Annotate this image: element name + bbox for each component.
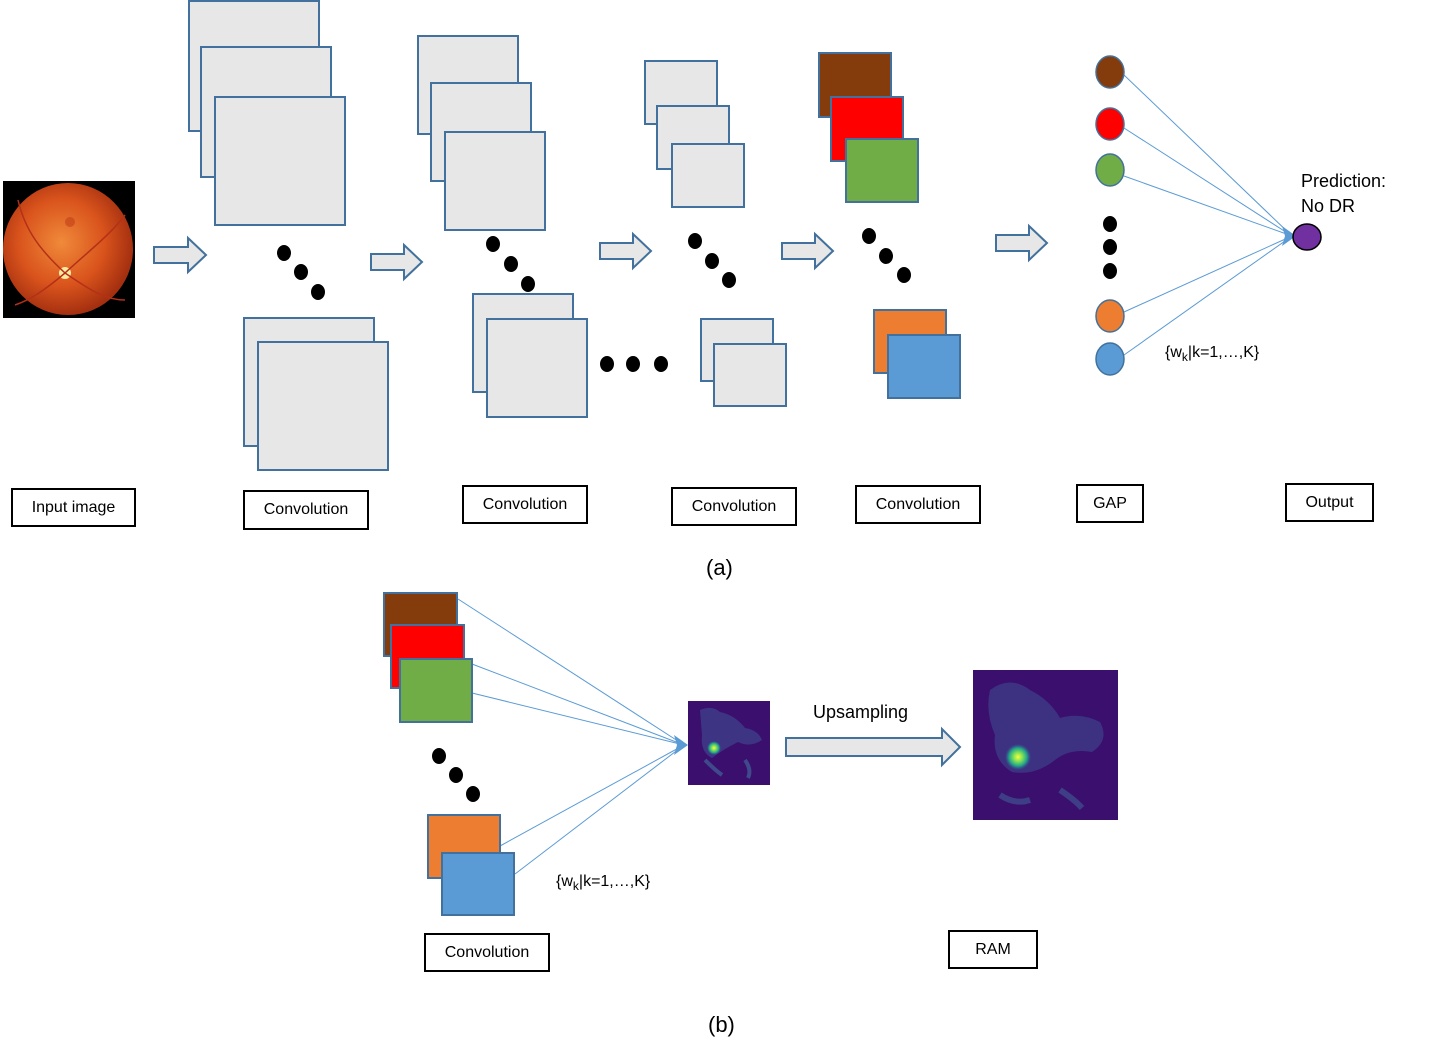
- conv-b-label: Convolution: [424, 933, 550, 972]
- arrowhead: [1282, 226, 1296, 246]
- panel-a-caption: (a): [706, 555, 733, 580]
- flow-arrow: [370, 242, 424, 282]
- conv2-label: Convolution: [462, 485, 588, 524]
- conv1-feature-maps: [188, 0, 389, 471]
- gap-label: GAP: [1076, 484, 1144, 523]
- flow-arrow: [995, 223, 1049, 263]
- ellipsis-dots: [277, 245, 325, 300]
- panel-b-caption: (b): [708, 1012, 735, 1037]
- conv3-label: Convolution: [671, 487, 797, 526]
- prediction-title: Prediction:: [1301, 171, 1387, 191]
- ellipsis-dots: [862, 228, 911, 283]
- input-image-label: Input image: [11, 488, 136, 527]
- small-activation-map: [688, 701, 770, 785]
- gap-weights-label: {wk|k=1,…,K}: [1165, 344, 1260, 365]
- output-node: [1292, 223, 1322, 251]
- ellipsis-dots-horizontal: [600, 356, 668, 372]
- gap-weight-lines: [1123, 74, 1293, 356]
- flow-arrow: [781, 231, 835, 271]
- ellipsis-dots: [486, 236, 535, 292]
- conv3-feature-maps: [644, 60, 787, 407]
- input-fundus-image: [3, 181, 135, 318]
- upsampling-arrow: [785, 726, 962, 768]
- conv4-label: Convolution: [855, 485, 981, 524]
- ram-weights-label: {wk|k=1,…,K}: [556, 873, 651, 894]
- upsampling-label: Upsampling: [813, 702, 909, 722]
- flow-arrow: [599, 231, 653, 271]
- ellipsis-dots: [688, 233, 736, 288]
- prediction-value: No DR: [1301, 196, 1356, 216]
- gap-nodes: [1095, 55, 1125, 376]
- arrowhead: [674, 735, 688, 755]
- ram-weight-lines: [457, 598, 685, 875]
- ram-label: RAM: [948, 930, 1038, 969]
- output-label: Output: [1285, 483, 1374, 522]
- ellipsis-dots: [432, 748, 480, 802]
- flow-arrow: [153, 235, 208, 275]
- conv1-label: Convolution: [243, 490, 369, 530]
- conv4-feature-maps: [818, 52, 961, 399]
- ram-activation-map: [973, 670, 1118, 820]
- feature-maps-b: [383, 592, 515, 916]
- conv2-feature-maps: [417, 35, 588, 418]
- ellipsis-dots-vertical: [1103, 216, 1117, 279]
